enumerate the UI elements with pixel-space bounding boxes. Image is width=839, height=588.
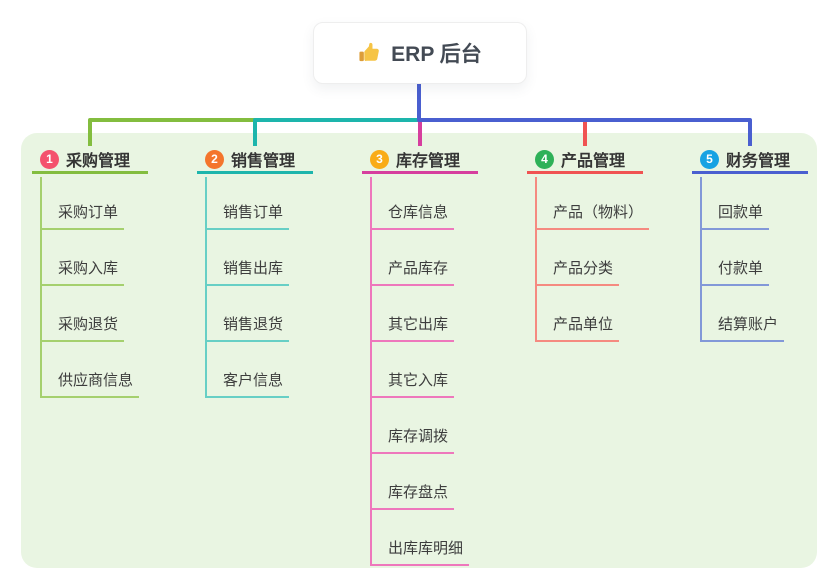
child-node[interactable]: 其它入库 [372,372,455,398]
child-node[interactable]: 付款单 [702,260,770,286]
branch-children-1: 采购订单采购入库采购退货供应商信息 [40,177,140,398]
child-node[interactable]: 销售订单 [207,204,290,230]
child-node[interactable]: 销售出库 [207,260,290,286]
child-node[interactable]: 库存调拨 [372,428,455,454]
branch-node-3[interactable]: 3 库存管理 [362,147,478,174]
child-node[interactable]: 其它出库 [372,316,455,342]
branch-title: 财务管理 [726,153,791,170]
child-node[interactable]: 产品库存 [372,260,455,286]
connector-branch-5 [417,82,752,146]
branch-node-2[interactable]: 2 销售管理 [197,147,313,174]
branch-badge-3: 3 [370,149,389,169]
child-node[interactable]: 结算账户 [702,316,785,342]
child-node[interactable]: 采购入库 [42,260,125,286]
branch-title: 库存管理 [396,153,461,170]
branch-children-3: 仓库信息产品库存其它出库其它入库库存调拨库存盘点出库库明细 [370,177,470,566]
root-node[interactable]: ERP 后台 [313,22,527,84]
child-node[interactable]: 销售退货 [207,316,290,342]
child-node[interactable]: 回款单 [702,204,770,230]
branch-title: 采购管理 [66,153,131,170]
branch-badge-4: 4 [535,149,554,169]
branch-node-5[interactable]: 5 财务管理 [692,147,808,174]
branch-children-2: 销售订单销售出库销售退货客户信息 [205,177,290,398]
branch-node-4[interactable]: 4 产品管理 [527,147,643,174]
child-node[interactable]: 产品单位 [537,316,620,342]
connector-branch-4 [417,82,587,146]
child-node[interactable]: 仓库信息 [372,204,455,230]
child-node[interactable]: 产品分类 [537,260,620,286]
branch-node-1[interactable]: 1 采购管理 [32,147,148,174]
branch-panel-background [21,133,817,568]
branch-title: 销售管理 [231,153,296,170]
branch-title: 产品管理 [561,153,626,170]
child-node[interactable]: 供应商信息 [42,372,140,398]
child-node[interactable]: 产品（物料） [537,204,650,230]
child-node[interactable]: 库存盘点 [372,484,455,510]
branch-badge-5: 5 [700,149,719,169]
branch-children-5: 回款单付款单结算账户 [700,177,785,342]
child-node[interactable]: 采购退货 [42,316,125,342]
child-node[interactable]: 客户信息 [207,372,290,398]
branch-children-4: 产品（物料） 产品分类产品单位 [535,177,650,342]
root-node-label: ERP 后台 [391,43,482,66]
branch-badge-1: 1 [40,149,59,169]
branch-badge-2: 2 [205,149,224,169]
child-node[interactable]: 采购订单 [42,204,125,230]
child-node[interactable]: 出库库明细 [372,540,470,566]
thumbs-up-icon [359,42,379,61]
connector-branch-2 [253,82,421,146]
